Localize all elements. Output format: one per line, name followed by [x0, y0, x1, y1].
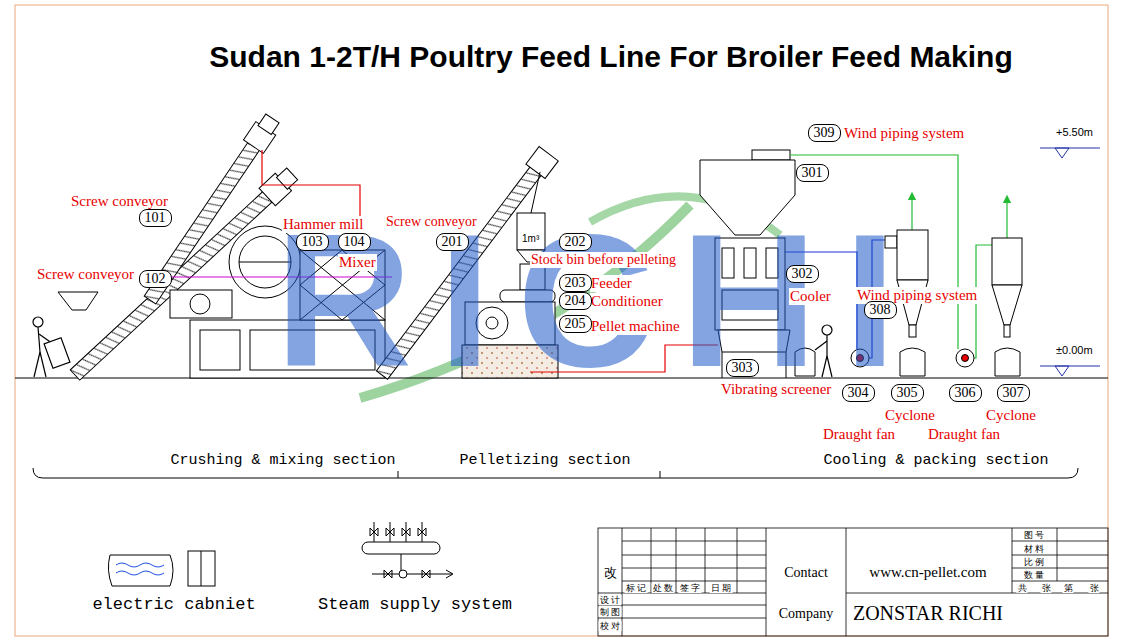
part-name: Feeder	[590, 275, 633, 292]
callout-number: 204	[565, 293, 586, 308]
section-name: Cooling & packing section	[822, 452, 1049, 469]
callout-number: 307	[1003, 385, 1024, 400]
table-cell: 数 量	[1023, 570, 1046, 580]
table-cell: 标 记	[625, 583, 648, 593]
part-name: Stock bin before pelleting	[530, 252, 677, 268]
callout-oval: 305	[891, 384, 924, 401]
table-cell: 第	[1063, 583, 1074, 593]
part-name: Draught fan	[822, 426, 896, 443]
part-name: Pellet machine	[590, 318, 681, 335]
part-name: Screw conveyor	[70, 193, 169, 210]
callout-oval: 201	[436, 233, 469, 250]
part-name: Mixer	[338, 254, 377, 271]
callout-oval: 101	[139, 209, 172, 226]
callout-number: 309	[814, 125, 835, 140]
callout-number: 308	[870, 302, 891, 317]
part-name: Cyclone	[884, 407, 936, 424]
callout-oval: 104	[338, 233, 371, 250]
callout-number: 201	[442, 234, 463, 249]
section-name: Crushing & mixing section	[169, 452, 396, 469]
table-cell: 共	[1017, 583, 1028, 593]
part-name: Wind piping system	[843, 125, 965, 142]
callout-number: 203	[565, 275, 586, 290]
callout-oval: 203	[559, 274, 592, 291]
table-cell: 图 号	[1023, 530, 1046, 540]
table-cell: www.cn-pellet.com	[868, 564, 987, 581]
table-cell: Contact	[783, 565, 829, 581]
callout-number: 103	[302, 234, 323, 249]
callout-oval: 103	[296, 233, 329, 250]
callout-oval: 306	[949, 384, 982, 401]
table-cell: 制 图	[599, 607, 622, 617]
callout-number: 301	[802, 165, 823, 180]
callout-oval: 301	[796, 164, 829, 181]
callout-oval: 303	[726, 359, 759, 376]
callout-oval: 204	[559, 292, 592, 309]
callout-number: 101	[145, 210, 166, 225]
symbol-caption: electric cabniet	[91, 595, 256, 615]
table-cell: 比 例	[1023, 557, 1046, 567]
callout-number: 304	[848, 385, 869, 400]
part-name: Draught fan	[927, 426, 1001, 443]
callout-number: 306	[955, 385, 976, 400]
part-name: Hammer mill	[282, 216, 364, 233]
table-cell: 张	[1089, 583, 1100, 593]
table-cell: ZONSTAR RICHI	[852, 602, 1004, 625]
table-cell: Company	[778, 606, 834, 622]
callout-oval: 304	[842, 384, 875, 401]
callout-oval: 309	[808, 124, 841, 141]
callout-number: 305	[897, 385, 918, 400]
callout-number: 303	[732, 360, 753, 375]
part-name: Screw conveyor	[385, 214, 478, 230]
callout-oval: 302	[786, 265, 819, 282]
callout-oval: 205	[559, 315, 592, 332]
level-mark: ±0.00m	[1055, 344, 1094, 357]
callout-number: 205	[565, 316, 586, 331]
section-name: Pelletizing section	[458, 452, 631, 469]
table-cell: 改	[603, 566, 618, 581]
part-name: Cyclone	[985, 407, 1037, 424]
symbol-caption: Steam supply system	[317, 595, 513, 615]
callout-number: 302	[792, 266, 813, 281]
table-cell: 处 数	[652, 583, 675, 593]
table-cell: 校 对	[599, 621, 622, 631]
part-name: Conditioner	[590, 293, 664, 310]
callout-oval: 102	[139, 270, 172, 287]
level-mark: +5.50m	[1055, 126, 1094, 139]
part-name: Cooler	[789, 288, 832, 305]
table-cell: 材 料	[1023, 544, 1046, 554]
volume-note: 1m³	[521, 233, 540, 245]
callout-oval: 308	[864, 301, 897, 318]
table-cell: 设 计	[599, 595, 622, 605]
callout-number: 202	[565, 234, 586, 249]
diagram-title: Sudan 1-2T/H Poultry Feed Line For Broil…	[209, 40, 1012, 75]
table-cell: 张	[1041, 583, 1052, 593]
table-cell: 日 期	[710, 583, 733, 593]
callout-oval: 307	[997, 384, 1030, 401]
part-name: Screw conveyor	[36, 266, 135, 283]
callout-oval: 202	[559, 233, 592, 250]
part-name: Vibrating screener	[720, 381, 832, 398]
table-cell: 签 字	[679, 583, 702, 593]
callout-number: 104	[344, 234, 365, 249]
callout-number: 102	[145, 271, 166, 286]
